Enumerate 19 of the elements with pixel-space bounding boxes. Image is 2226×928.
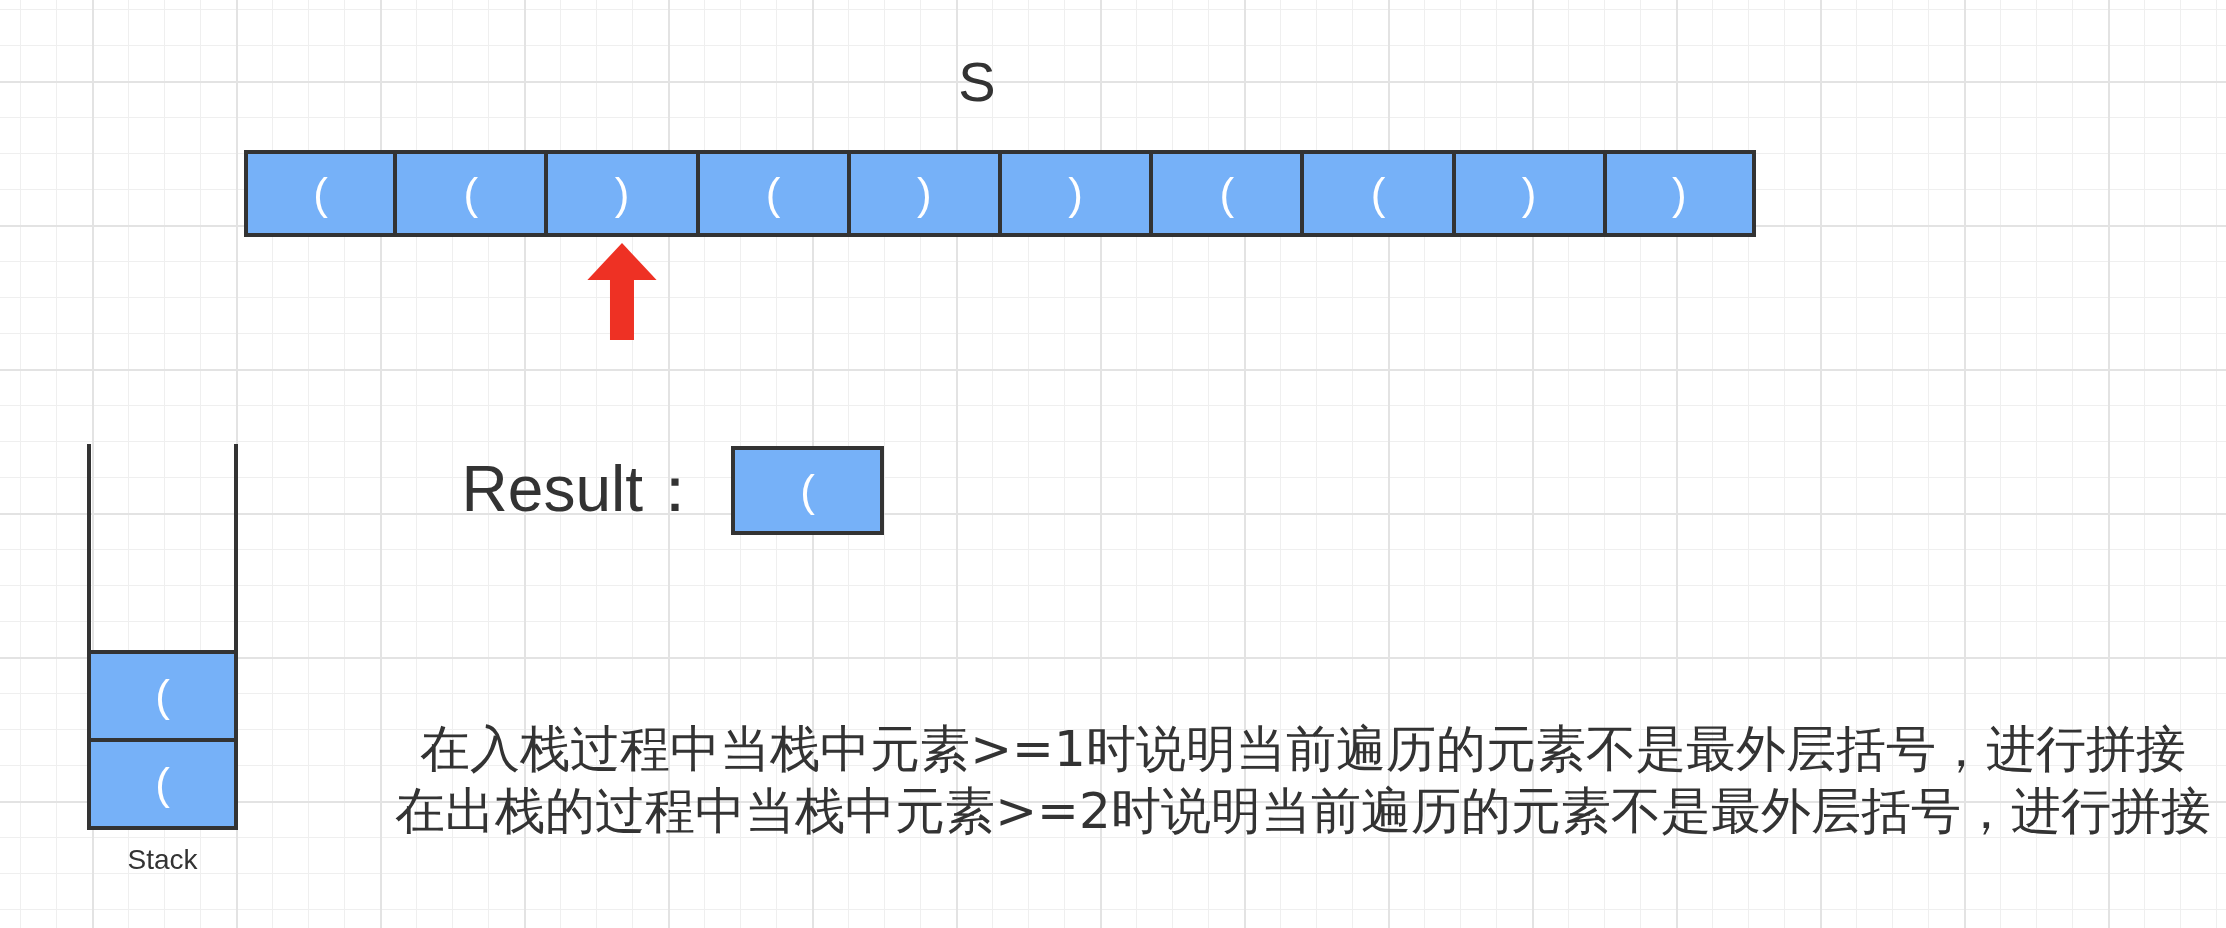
note-text: 在入栈过程中当栈中元素>=1时说明当前遍历的元素不是最外层括号，进行拼接	[420, 721, 2186, 779]
stack-cell: (	[91, 650, 234, 738]
result-label: Result：	[461, 453, 707, 527]
array-cell: (	[697, 150, 849, 237]
array-cell: (	[395, 150, 547, 237]
array-cell: )	[848, 150, 1000, 237]
array-cell: )	[546, 150, 698, 237]
array-title: S	[958, 50, 996, 115]
array-cell: )	[1604, 150, 1756, 237]
array-cell: (	[1302, 150, 1454, 237]
stack-label: Stack	[127, 844, 198, 877]
result-cell: (	[731, 446, 884, 535]
stack-cell: (	[91, 738, 234, 826]
array-cell: (	[1151, 150, 1303, 237]
array-cell: (	[244, 150, 396, 237]
note-text: 在出栈的过程中当栈中元素>=2时说明当前遍历的元素不是最外层括号，进行拼接	[395, 783, 2211, 841]
array-cell: )	[1000, 150, 1152, 237]
array-cell: )	[1453, 150, 1605, 237]
pointer-arrow	[587, 243, 657, 340]
